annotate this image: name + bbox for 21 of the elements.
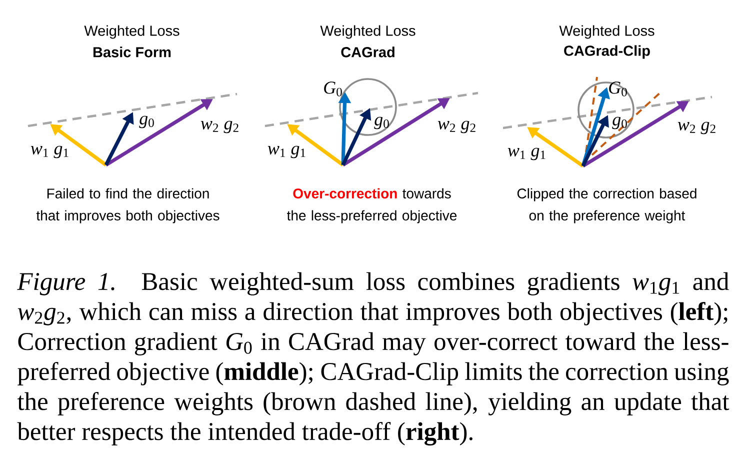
panel-title: Weighted Loss — [84, 25, 180, 39]
panel-description: Over-correction towards the less-preferred objective — [287, 188, 457, 224]
panel-subtitle: Basic Form — [94, 46, 171, 58]
vector-label: g$_{0}$ — [374, 116, 389, 130]
vector-label: g$_{0}$ — [612, 116, 627, 130]
vector-label: w$_{1}$ g$_{1}$ — [268, 146, 306, 158]
panel-title: Weighted Loss — [559, 25, 654, 39]
vector-label: G$_{0}$ — [609, 82, 627, 96]
vector-label: G$_{0}$ — [324, 82, 342, 96]
vector-label: w$_{1}$ g$_{1}$ — [508, 148, 546, 160]
panel-title: Weighted Loss — [320, 25, 416, 39]
vector-label: g$_{0}$ — [139, 116, 154, 128]
panel-description: Clipped the correction based on the preference weight — [517, 188, 696, 224]
vector-label: w$_{2}$ g$_{2}$ — [678, 122, 716, 134]
vector-label: w$_{1}$ g$_{1}$ — [30, 146, 68, 158]
vector-label: w$_{2}$ g$_{2}$ — [438, 120, 476, 134]
vector-label: w$_{2}$ g$_{2}$ — [200, 120, 238, 134]
panel-subtitle: CAGrad-Clip — [564, 45, 650, 59]
panel-description: Failed to find the direction that improves both objectives — [36, 188, 220, 224]
panel-subtitle: CAGrad — [341, 46, 394, 58]
figure-caption: Figure 1. Basic weighted-sum loss combines gradients w$_{1}$g$_{1}$ and w$_{2}$g$_{2}$, which can miss a direction that improves both objectives (left); Correction gradient G$_{0}$ in CAGrad may over-correct toward the less-preferred objective (middle); CAGrad-Clip limits the correction using the preference weights (brown dashed line), yielding an update that better respects the intended trade-off (right). — [17, 272, 730, 446]
